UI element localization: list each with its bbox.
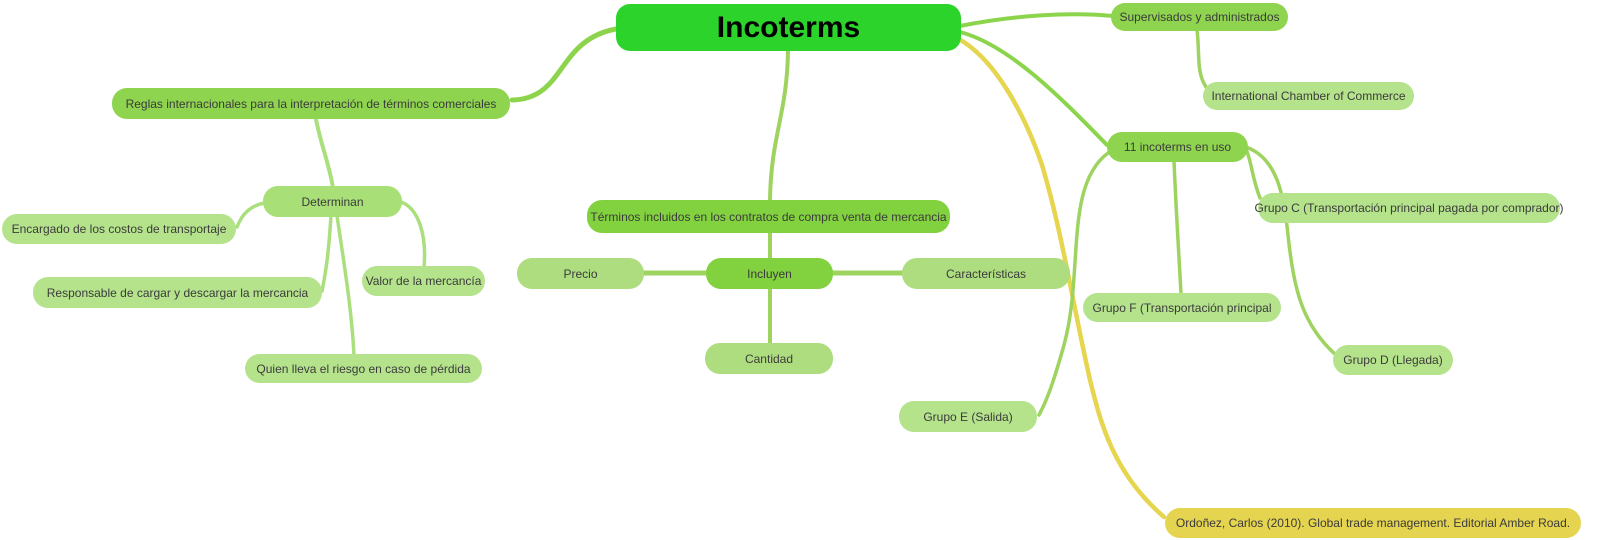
node-terminos[interactable]: Términos incluidos en los contratos de c… — [587, 200, 950, 233]
node-referencia[interactable]: Ordoñez, Carlos (2010). Global trade man… — [1165, 508, 1581, 538]
edge-supervisados-icc — [1195, 28, 1208, 89]
node-grupo-f[interactable]: Grupo F (Transportación principal — [1083, 293, 1281, 322]
node-supervisados[interactable]: Supervisados y administrados — [1111, 3, 1288, 31]
edge-determinan-valor — [399, 200, 427, 270]
edge-incoterms-once — [958, 30, 1109, 147]
node-icc[interactable]: International Chamber of Commerce — [1203, 82, 1414, 110]
node-encargado[interactable]: Encargado de los costos de transportaje — [2, 214, 236, 244]
node-quien[interactable]: Quien lleva el riesgo en caso de pérdida — [245, 354, 482, 383]
edge-determinan-responsable — [320, 214, 333, 293]
edge-once-grupo-d — [1244, 145, 1339, 358]
node-grupo-c[interactable]: Grupo C (Transportación principal pagada… — [1254, 193, 1564, 223]
node-determinan[interactable]: Determinan — [263, 186, 402, 217]
edge-determinan-quien — [335, 214, 356, 358]
node-incoterms[interactable]: Incoterms — [616, 4, 961, 51]
node-precio[interactable]: Precio — [517, 258, 644, 289]
edge-determinan-encargado — [235, 201, 266, 229]
edge-reglas-incoterms — [509, 26, 619, 103]
edge-incoterms-supervisados — [958, 12, 1115, 28]
edge-once-grupo-f — [1172, 159, 1183, 296]
edge-once-grupo-e — [1037, 151, 1110, 417]
edge-reglas-determinan — [314, 117, 335, 190]
node-cantidad[interactable]: Cantidad — [705, 343, 833, 374]
edge-incoterms-terminos — [768, 49, 790, 202]
edge-once-grupo-c — [1244, 147, 1262, 200]
node-grupo-e[interactable]: Grupo E (Salida) — [899, 401, 1037, 432]
node-valor[interactable]: Valor de la mercancía — [362, 266, 485, 296]
node-once[interactable]: 11 incoterms en uso — [1107, 132, 1248, 162]
node-caracteristicas[interactable]: Características — [902, 258, 1070, 289]
node-incluyen[interactable]: Incluyen — [706, 258, 833, 289]
node-reglas[interactable]: Reglas internacionales para la interpret… — [112, 88, 510, 119]
node-grupo-d[interactable]: Grupo D (Llegada) — [1333, 345, 1453, 375]
node-responsable[interactable]: Responsable de cargar y descargar la mer… — [33, 277, 322, 308]
